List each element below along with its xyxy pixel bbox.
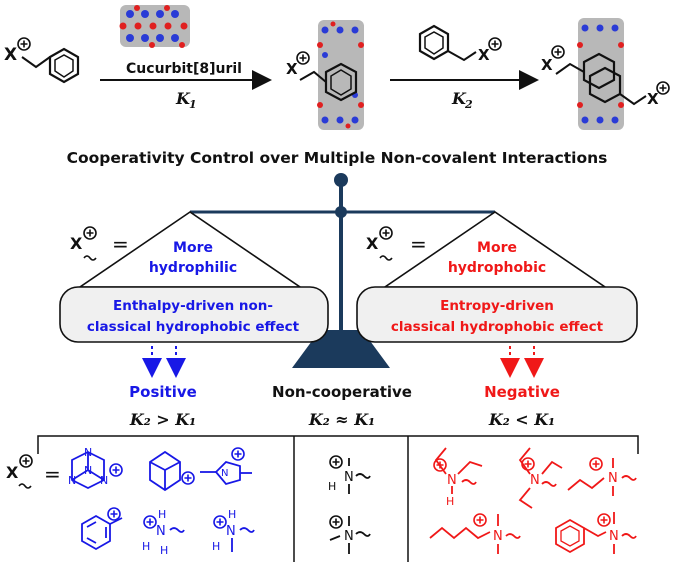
second-guest-structure: X [418,24,502,64]
benzyl-cation-structure: X [4,37,80,84]
bicyclic-amine-structure [149,450,195,492]
right-x-group: X = [366,226,427,261]
k2-label: K [451,89,467,108]
left-x-group: X = [70,226,129,261]
x-label-complex1: X [286,60,298,78]
page-title: Cooperativity Control over Multiple Non-… [67,149,608,167]
left-result: Positive [129,383,197,401]
left-equals: = [112,232,129,256]
atom-h: H [160,544,168,557]
x-label: X [4,45,17,65]
left-box-line2: classical hydrophobic effect [87,319,300,335]
hydrophilic-guest-structures: N N N N N N H [68,446,255,557]
left-box-line1: Enthalpy-driven non- [113,298,273,314]
ternary-complex: X X [541,18,670,130]
butyltrimethylammonium-structure: N [429,513,521,554]
cucurbituril-model-1 [119,5,190,48]
imidazolium-structure: N [200,447,252,486]
atom-n: N [100,474,108,487]
bottom-x-label: X [6,463,19,482]
top-scheme: X Cucurbit[8]uril K 1 X [4,5,670,130]
left-triangle-line1: More [173,240,213,256]
atom-n: N [344,529,354,544]
atom-n: N [493,529,503,544]
right-triangle-line2: hydrophobic [448,260,546,276]
right-equals: = [410,232,427,256]
ammonium-structure: N H H H [142,508,185,557]
bottom-equals: = [44,462,61,486]
dimethylammonium-structure: N H [328,455,371,494]
reagent-label: Cucurbit[8]uril [126,61,242,77]
cage-amine-structure: N N N N [68,446,123,490]
tetraethylammonium-structure: N [518,447,563,509]
left-pan: More hydrophilic Enthalpy-driven non- cl… [59,211,329,429]
atom-h: H [212,540,220,553]
right-triangle-line1: More [477,240,517,256]
tetramethylammonium-structure: N [329,515,371,554]
atom-n: N [608,471,618,486]
atom-n: N [221,468,228,479]
atom-n: N [156,524,166,539]
atom-n: N [609,529,619,544]
left-relation: K₂ > K₁ [129,410,196,429]
atom-n: N [84,446,92,459]
atom-h: H [228,508,236,521]
atom-n: N [226,524,236,539]
atom-h: H [446,495,454,508]
atom-n: N [344,470,354,485]
k1-label: K [175,89,191,108]
hydrophobic-guest-structures: N H N N N N [429,447,637,554]
right-box-line1: Entropy-driven [440,298,554,314]
atom-n: N [84,464,92,477]
right-result: Negative [484,383,560,401]
bottom-x-group: X = [6,454,61,489]
non-cooperative-guest-structures: N H N [328,455,371,554]
right-pan: More hydrophobic Entropy-driven classica… [356,211,638,429]
right-x-label: X [366,234,379,253]
bottom-bracket [37,435,639,562]
atom-n: N [530,473,540,488]
atom-n: N [447,473,457,488]
center-relation: K₂ ≈ K₁ [308,410,375,429]
x-label-complex2b: X [647,90,659,108]
binary-complex: X [286,20,364,130]
atom-h: H [158,508,166,521]
x-label-complex2a: X [541,56,553,74]
k2-subscript: 2 [464,98,473,111]
atom-h: H [142,540,150,553]
left-x-label: X [70,234,83,253]
benzyltrimethylammonium-structure: N [555,512,637,554]
atom-h: H [328,480,336,493]
x-label-guest2: X [478,46,490,64]
atom-n: N [68,474,76,487]
propyltrimethylammonium-structure: N [567,457,637,496]
pyridinium-structure [81,507,123,551]
left-triangle-line2: hydrophilic [149,260,237,276]
right-box-line2: classical hydrophobic effect [391,319,604,335]
methylammonium-structure: N H H [212,508,255,553]
k1-subscript: 1 [189,98,197,111]
center-result: Non-cooperative [272,383,412,401]
triethylammonium-structure: N H [433,447,483,508]
right-relation: K₂ < K₁ [488,410,555,429]
